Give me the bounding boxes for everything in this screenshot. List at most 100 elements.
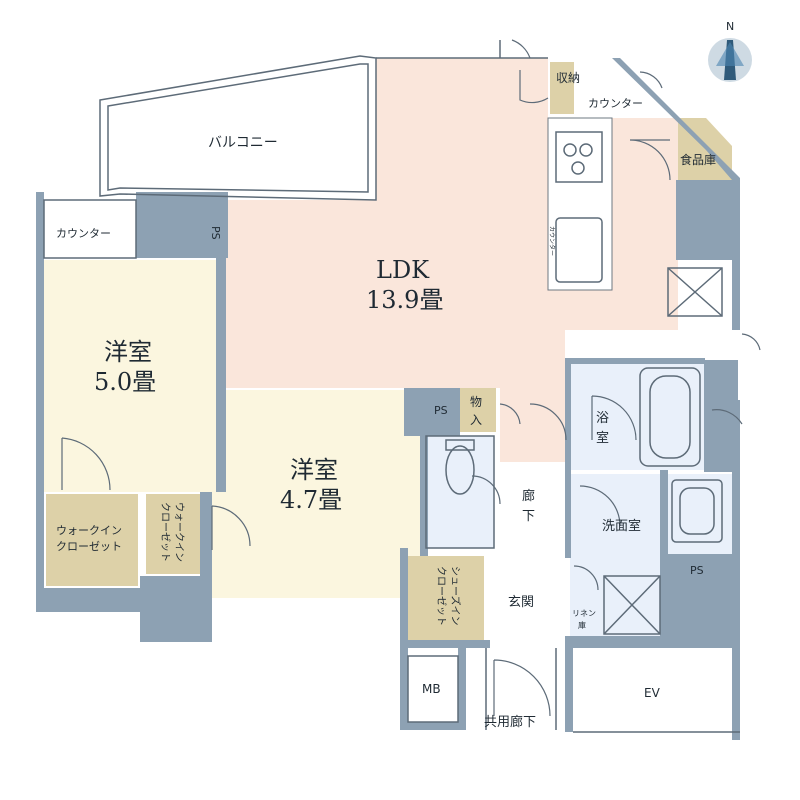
ldk-size: 13.9畳 bbox=[366, 286, 443, 314]
shoes-line2: クローゼット bbox=[435, 566, 447, 626]
wall-center-vertical bbox=[420, 388, 428, 556]
wall-northeast bbox=[608, 58, 740, 330]
washroom-label: 洗面室 bbox=[602, 518, 641, 534]
western1-name: 洋室 bbox=[104, 338, 152, 366]
entrance-label: 玄関 bbox=[508, 595, 534, 610]
wall-mb-right bbox=[458, 648, 466, 730]
column-southwest bbox=[36, 588, 142, 612]
bathtub bbox=[639, 367, 701, 467]
wall-west bbox=[36, 258, 44, 610]
column-center bbox=[404, 388, 460, 436]
washer-space bbox=[603, 575, 661, 635]
fridge-space bbox=[667, 267, 723, 317]
counter-west-label: カウンター bbox=[56, 227, 111, 240]
ldk-name: LDK bbox=[376, 256, 430, 284]
storage-floor bbox=[550, 62, 574, 114]
compass-letter: N bbox=[726, 20, 734, 33]
western-room-1-floor bbox=[42, 260, 222, 492]
north-arrow-icon bbox=[708, 38, 752, 82]
toilet-bowl bbox=[445, 445, 475, 495]
door-entrance bbox=[493, 659, 551, 717]
wall-ev-left bbox=[565, 648, 573, 732]
wall-east-lower bbox=[732, 400, 740, 740]
wash-basin-bowl bbox=[679, 487, 715, 535]
wall-wash-bottom bbox=[565, 636, 735, 648]
storage-label-1: 収納 bbox=[556, 71, 580, 85]
western2-name: 洋室 bbox=[290, 456, 338, 484]
bath-line1: 浴 bbox=[596, 411, 609, 426]
toilet-tank bbox=[445, 439, 475, 451]
door-pantry bbox=[629, 139, 671, 181]
wall-bath-top bbox=[565, 358, 705, 364]
monoire-line2: 入 bbox=[470, 413, 482, 427]
door-main-entry bbox=[511, 39, 531, 59]
bath-line2: 室 bbox=[596, 430, 609, 446]
counter-west-box bbox=[43, 199, 137, 259]
shoes-line1: シューズイン bbox=[449, 566, 462, 626]
counter-kitchen-label: カウンター bbox=[588, 97, 643, 110]
entrance-floor bbox=[486, 556, 566, 648]
walls bbox=[36, 58, 740, 740]
walkin1-line1: ウォークイン bbox=[56, 524, 122, 537]
room-outlines bbox=[43, 40, 740, 733]
hallway-floor bbox=[500, 462, 566, 554]
column-south-1 bbox=[140, 576, 212, 642]
walkin-closet-1-floor bbox=[46, 494, 138, 586]
door-east bbox=[741, 333, 761, 351]
western2-size: 4.7畳 bbox=[280, 486, 342, 514]
western-room-2-floor bbox=[212, 390, 420, 598]
monoire-line1: 物 bbox=[470, 395, 482, 409]
door-closet2 bbox=[211, 505, 251, 550]
wall-west-upper bbox=[36, 192, 44, 260]
monoire-floor bbox=[460, 388, 496, 432]
toilet-floor bbox=[426, 436, 494, 548]
wall-bath-left bbox=[565, 358, 571, 558]
door-bath bbox=[591, 395, 637, 441]
common-corridor-label: 共用廊下 bbox=[484, 714, 536, 730]
washroom-floor bbox=[570, 474, 666, 638]
shoes-closet-floor bbox=[406, 556, 484, 642]
walkin2-line2: クローゼット bbox=[159, 502, 171, 562]
pantry-label: 食品庫 bbox=[680, 152, 716, 167]
wall-shoes-left bbox=[400, 548, 408, 648]
ps-west-label: PS bbox=[209, 226, 222, 240]
wall-shoes-bottom bbox=[400, 640, 490, 648]
wall-mb-left bbox=[400, 648, 408, 730]
balcony-label: バルコニー bbox=[208, 135, 278, 151]
wall-mb-bottom bbox=[400, 722, 466, 730]
column-ps-east bbox=[666, 554, 738, 638]
door-washroom bbox=[579, 485, 621, 527]
column-northwest bbox=[136, 192, 228, 258]
door-ldk-north bbox=[519, 70, 549, 104]
western1-size: 5.0畳 bbox=[94, 368, 156, 396]
walkin-closet-2-floor bbox=[146, 494, 200, 574]
balcony-rail-inner bbox=[107, 63, 369, 193]
wall-south-1 bbox=[200, 492, 212, 584]
wash-basin bbox=[671, 479, 723, 543]
door-hall-ldk bbox=[529, 403, 567, 441]
linen-line2: 庫 bbox=[578, 620, 586, 630]
doors bbox=[61, 39, 761, 717]
hallway-line1: 廊 bbox=[522, 488, 535, 504]
room-labels: バルコニー LDK 13.9畳 収納 カウンター カウンター 食品庫 カウンター… bbox=[56, 71, 716, 730]
balcony-rail bbox=[99, 55, 377, 201]
door-bath-east bbox=[711, 409, 743, 425]
stove bbox=[555, 131, 603, 183]
door-monoire bbox=[499, 403, 521, 425]
kitchen-sink bbox=[555, 217, 603, 283]
wall-wash-right bbox=[660, 470, 668, 640]
ps-east-label: PS bbox=[690, 564, 704, 577]
door-toilet bbox=[471, 475, 501, 505]
door-northeast bbox=[639, 71, 663, 89]
bathtub-inner bbox=[649, 375, 691, 459]
walkin1-line2: クローゼット bbox=[56, 540, 122, 553]
door-linen bbox=[573, 565, 599, 591]
walkin2-line1: ウォークイン bbox=[173, 502, 185, 562]
mb-box bbox=[407, 655, 459, 723]
column-east bbox=[676, 180, 734, 260]
hallway-line2: 下 bbox=[522, 509, 535, 524]
ps-center-label: PS bbox=[434, 404, 448, 417]
door-western1 bbox=[61, 437, 111, 491]
mb-label: MB bbox=[422, 682, 441, 696]
ev-label: EV bbox=[644, 686, 661, 700]
